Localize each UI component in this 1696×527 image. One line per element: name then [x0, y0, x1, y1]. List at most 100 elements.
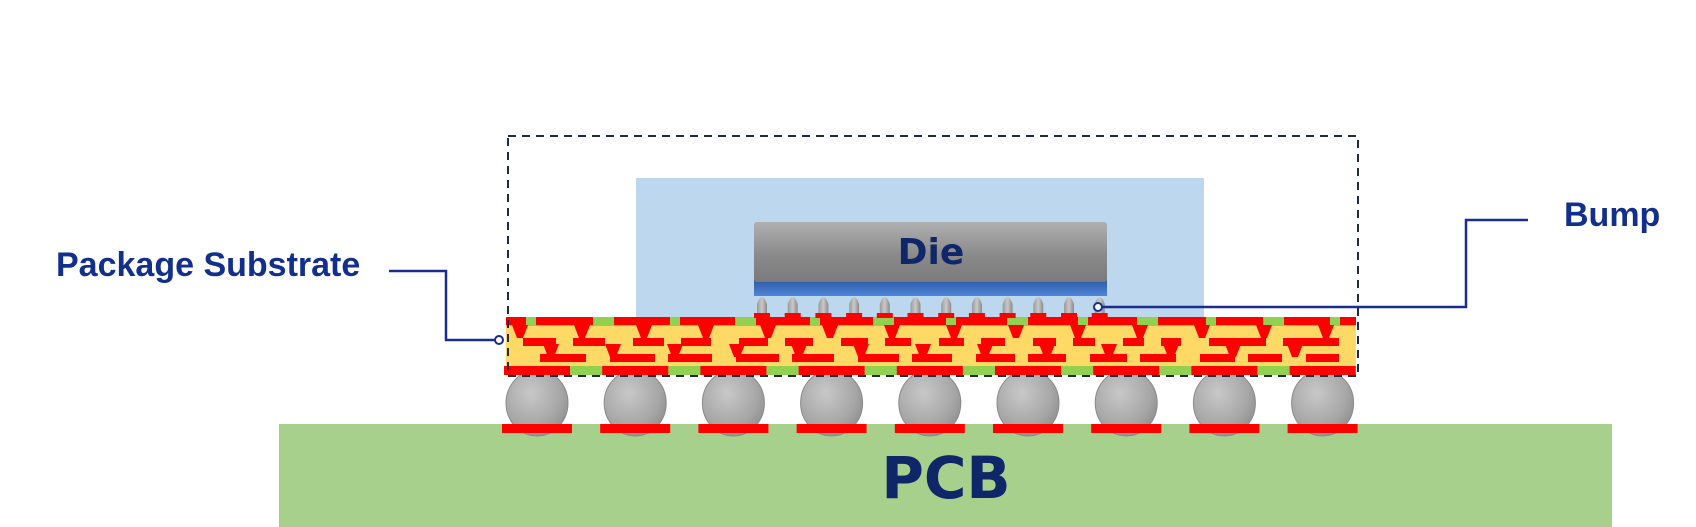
copper-trace [939, 338, 964, 346]
copper-trace [1140, 354, 1176, 362]
substrate-vias [512, 325, 1334, 357]
bump-pad [968, 313, 985, 318]
substrate-via [729, 344, 745, 357]
substrate-via [977, 344, 993, 357]
bump-pad [999, 313, 1016, 318]
copper-trace [792, 354, 834, 362]
substrate-ball-pad [504, 366, 570, 375]
substrate-via [791, 344, 807, 357]
copper-trace [680, 317, 735, 325]
copper-trace [1216, 317, 1263, 325]
copper-trace [573, 338, 605, 346]
copper-trace [858, 354, 899, 362]
micro-bump [849, 297, 860, 317]
copper-trace [1306, 354, 1339, 362]
pcb-pad [1287, 424, 1358, 433]
copper-trace [756, 317, 810, 325]
package-substrate [504, 317, 1356, 375]
substrate-via [667, 344, 683, 357]
substrate-via [636, 325, 652, 338]
copper-trace [1028, 354, 1066, 362]
copper-trace [540, 354, 586, 362]
copper-trace [981, 338, 1005, 346]
copper-trace [536, 317, 593, 325]
pcb-pad [1091, 424, 1162, 433]
micro-bump [757, 297, 767, 317]
bump-callout-dot [1093, 302, 1103, 312]
micro-bump [787, 297, 798, 317]
copper-trace [885, 338, 911, 346]
substrate-via [853, 344, 869, 357]
substrate-via [512, 325, 528, 338]
bump-pad [784, 313, 801, 318]
substrate-ball-pad [896, 366, 963, 375]
substrate-via [1318, 325, 1334, 338]
micro-bump [818, 297, 829, 317]
die-bump-layer [754, 280, 1107, 296]
copper-trace [1200, 354, 1235, 362]
substrate-via [605, 344, 621, 357]
substrate-via [543, 344, 559, 357]
copper-trace [736, 354, 779, 362]
substrate-ball-pads [504, 366, 1356, 375]
micro-bump [910, 297, 921, 317]
substrate-via [1256, 325, 1272, 338]
substrate-via [915, 344, 931, 357]
substrate-via [760, 325, 776, 338]
substrate-ball-pad [700, 366, 767, 375]
substrate-via [1194, 325, 1210, 338]
pcb-pad [796, 424, 867, 433]
substrate-ball-pad [602, 366, 669, 375]
solder-ball-row [505, 369, 1355, 437]
micro-bump [1064, 297, 1074, 317]
pcb-pad [698, 424, 769, 433]
micro-bump [971, 297, 982, 317]
copper-trace [1033, 338, 1056, 346]
package-substrate-label: Package Substrate [56, 246, 360, 284]
substrate-ball-pad [1289, 366, 1356, 375]
substrate-via [1101, 344, 1117, 357]
copper-trace [1284, 317, 1330, 325]
substrate-via [1225, 344, 1241, 357]
substrate-via [1163, 344, 1179, 357]
copper-trace [610, 354, 655, 362]
pcb-pad [894, 424, 965, 433]
substrate-via [574, 325, 590, 338]
copper-trace [956, 317, 1007, 325]
package-substrate-callout-dot [494, 335, 504, 345]
pcb-pad [600, 424, 671, 433]
bump-label: Bump [1564, 196, 1660, 234]
copper-trace [506, 317, 526, 325]
bump-pad [754, 313, 770, 318]
copper-trace [912, 354, 952, 362]
copper-trace [614, 317, 670, 325]
substrate-via [698, 325, 714, 338]
substrate-via [946, 325, 962, 338]
bump-pad [938, 313, 955, 318]
substrate-via [1287, 344, 1303, 357]
package-substrate-callout-line [389, 269, 499, 342]
pcb-pad-row [502, 424, 1358, 433]
substrate-via [884, 325, 900, 338]
substrate-via [1070, 325, 1086, 338]
substrate-via [1039, 344, 1055, 357]
bump-pad [876, 313, 893, 318]
bump-pad [907, 313, 924, 318]
copper-trace [633, 338, 664, 346]
micro-bump [1002, 297, 1013, 317]
bump-pad [1091, 313, 1108, 318]
copper-trace [785, 338, 813, 346]
pcb-pad [993, 424, 1063, 433]
copper-trace [1090, 354, 1127, 362]
copper-trace [523, 338, 556, 346]
micro-bump-row [754, 297, 1108, 318]
copper-trace [820, 317, 873, 325]
copper-trace [1123, 338, 1144, 346]
substrate-ball-pad [1191, 366, 1258, 375]
copper-trace [1340, 317, 1356, 325]
pcb-label: PCB [881, 444, 1010, 512]
die-body [754, 222, 1107, 282]
bump-pad [815, 313, 832, 318]
